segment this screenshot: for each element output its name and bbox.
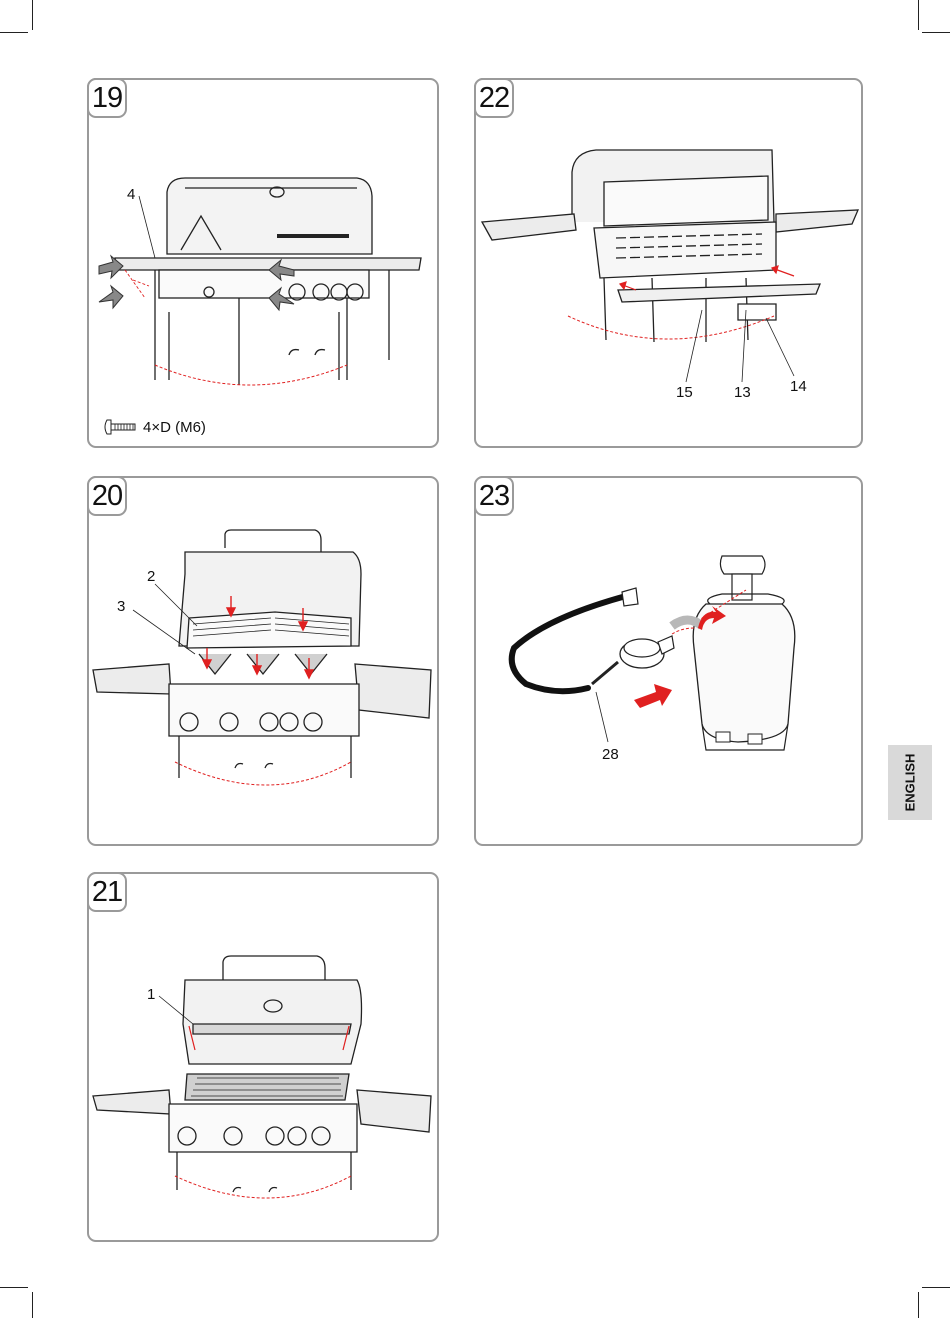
crop-mark [32,0,33,30]
crop-mark [922,32,950,33]
grill-side-shelf-illustration [89,80,436,445]
step-21-panel: 21 1 [87,872,439,1242]
callout-label: 3 [117,598,125,615]
warming-rack-illustration [89,874,436,1239]
step-23-panel: 23 28 [474,476,863,846]
crop-mark [32,1292,33,1318]
callout-label: 4 [127,186,135,203]
callout-label: 1 [147,986,155,1003]
language-label: ENGLISH [903,754,918,812]
cooking-grates-illustration [89,478,436,843]
callout-label: 15 [676,384,693,401]
crop-mark [918,0,919,30]
step-20-panel: 20 2 3 [87,476,439,846]
step-19-panel: 19 4 4× [87,78,439,448]
hardware-label: 4×D (M6) [143,419,206,436]
language-tab: ENGLISH [888,745,932,820]
bolt-icon [103,418,137,436]
gas-cylinder-connection-illustration [476,478,860,843]
callout-label: 28 [602,746,619,763]
hardware-note: 4×D (M6) [103,418,206,436]
arrow-icon [99,286,123,308]
crop-mark [0,32,28,33]
step-22-panel: 22 15 13 14 [474,78,863,448]
crop-mark [922,1287,950,1288]
callout-label: 13 [734,384,751,401]
arrow-icon [634,684,672,708]
crop-mark [0,1287,28,1288]
callout-label: 2 [147,568,155,585]
crop-mark [918,1292,919,1318]
callout-label: 14 [790,378,807,395]
